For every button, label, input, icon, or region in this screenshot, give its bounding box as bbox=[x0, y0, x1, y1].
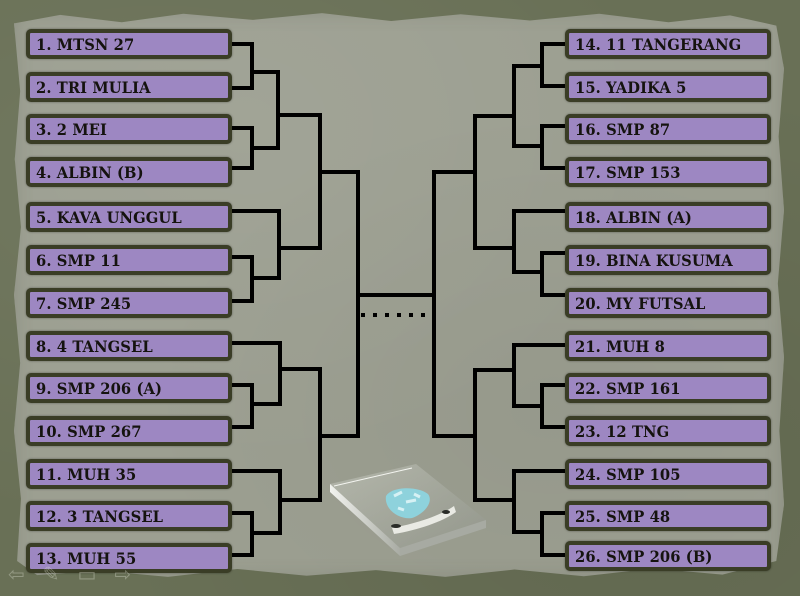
team-box: 13. MUH 55 bbox=[26, 543, 232, 573]
bracket-line bbox=[512, 343, 568, 408]
team-name: 18. ALBIN (A) bbox=[575, 207, 692, 227]
team-box: 5. KAVA UNGGUL bbox=[26, 202, 232, 232]
team-name: 12. 3 TANGSEL bbox=[36, 506, 164, 526]
bracket-line bbox=[250, 70, 280, 150]
final-placeholder-dots bbox=[361, 313, 425, 317]
bracket-line bbox=[226, 42, 254, 90]
team-box: 20. MY FUTSAL bbox=[565, 288, 771, 318]
arrow-left-icon[interactable]: ⇦ bbox=[8, 562, 25, 586]
team-box: 3. 2 MEI bbox=[26, 114, 232, 144]
team-box: 19. BINA KUSUMA bbox=[565, 245, 771, 275]
team-box: 11. MUH 35 bbox=[26, 459, 232, 489]
team-name: 16. SMP 87 bbox=[575, 119, 671, 139]
team-name: 10. SMP 267 bbox=[36, 421, 142, 441]
bracket-line bbox=[540, 383, 568, 429]
team-name: 15. YADIKA 5 bbox=[575, 77, 687, 97]
team-name: 4. ALBIN (B) bbox=[36, 162, 144, 182]
bracket-line bbox=[278, 367, 322, 502]
team-name: 25. SMP 48 bbox=[575, 506, 671, 526]
bracket-line bbox=[512, 64, 544, 148]
team-box: 25. SMP 48 bbox=[565, 501, 771, 531]
team-name: 9. SMP 206 (A) bbox=[36, 378, 163, 398]
team-box: 21. MUH 8 bbox=[565, 331, 771, 361]
bracket-line bbox=[540, 124, 568, 170]
team-box: 24. SMP 105 bbox=[565, 459, 771, 489]
bracket-line bbox=[276, 113, 322, 250]
team-box: 16. SMP 87 bbox=[565, 114, 771, 144]
team-box: 6. SMP 11 bbox=[26, 245, 232, 275]
team-box: 7. SMP 245 bbox=[26, 288, 232, 318]
bracket-line bbox=[540, 42, 568, 88]
team-box: 10. SMP 267 bbox=[26, 416, 232, 446]
team-name: 5. KAVA UNGGUL bbox=[36, 207, 182, 227]
team-name: 21. MUH 8 bbox=[575, 336, 665, 356]
team-name: 20. MY FUTSAL bbox=[575, 293, 706, 313]
team-box: 8. 4 TANGSEL bbox=[26, 331, 232, 361]
team-name: 26. SMP 206 (B) bbox=[575, 546, 713, 566]
bracket-line bbox=[226, 209, 281, 280]
arrow-right-icon[interactable]: ⇨ bbox=[114, 562, 132, 586]
team-name: 13. MUH 55 bbox=[36, 548, 137, 568]
team-box: 2. TRI MULIA bbox=[26, 72, 232, 102]
team-box: 4. ALBIN (B) bbox=[26, 157, 232, 187]
team-name: 22. SMP 161 bbox=[575, 378, 681, 398]
team-box: 23. 12 TNG bbox=[565, 416, 771, 446]
team-box: 12. 3 TANGSEL bbox=[26, 501, 232, 531]
screen-icon[interactable]: ▭ bbox=[77, 562, 97, 586]
team-name: 7. SMP 245 bbox=[36, 293, 132, 313]
bracket-line bbox=[318, 170, 360, 438]
team-box: 26. SMP 206 (B) bbox=[565, 541, 771, 571]
bracket-line bbox=[540, 251, 568, 297]
team-name: 3. 2 MEI bbox=[36, 119, 107, 139]
bracket-line bbox=[473, 114, 516, 250]
bracket-line bbox=[226, 341, 282, 406]
slideshow-nav: ⇦ ✎ ▭ ⇨ bbox=[8, 562, 158, 586]
team-box: 15. YADIKA 5 bbox=[565, 72, 771, 102]
team-name: 17. SMP 153 bbox=[575, 162, 681, 182]
team-name: 11. MUH 35 bbox=[36, 464, 137, 484]
team-box: 18. ALBIN (A) bbox=[565, 202, 771, 232]
team-box: 17. SMP 153 bbox=[565, 157, 771, 187]
bracket-line bbox=[540, 511, 568, 557]
team-name: 6. SMP 11 bbox=[36, 250, 121, 270]
team-box: 22. SMP 161 bbox=[565, 373, 771, 403]
trophy-plaque-icon bbox=[330, 464, 486, 556]
team-name: 2. TRI MULIA bbox=[36, 77, 151, 97]
bracket-line bbox=[512, 209, 568, 274]
bracket-line bbox=[432, 170, 477, 438]
team-name: 24. SMP 105 bbox=[575, 464, 681, 484]
team-box: 9. SMP 206 (A) bbox=[26, 373, 232, 403]
team-name: 8. 4 TANGSEL bbox=[36, 336, 153, 356]
team-name: 23. 12 TNG bbox=[575, 421, 670, 441]
team-name: 1. MTSN 27 bbox=[36, 34, 135, 54]
pen-icon[interactable]: ✎ bbox=[42, 562, 60, 586]
team-box: 1. MTSN 27 bbox=[26, 29, 232, 59]
team-box: 14. 11 TANGERANG bbox=[565, 29, 771, 59]
team-name: 19. BINA KUSUMA bbox=[575, 250, 733, 270]
team-name: 14. 11 TANGERANG bbox=[575, 34, 742, 54]
